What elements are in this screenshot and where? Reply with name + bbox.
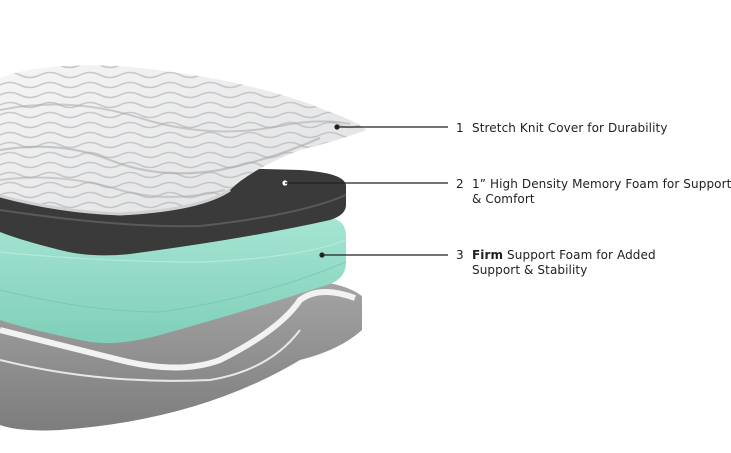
mattress-cover-layer: [0, 65, 366, 216]
callout-3-text-rest: Support Foam for Added: [503, 248, 656, 262]
callout-1-number: 1: [456, 121, 464, 135]
callout-3-text-line1: Firm Support Foam for Added: [472, 248, 656, 263]
callout-2-number: 2: [456, 177, 464, 191]
callout-2-text-line1: 1” High Density Memory Foam for Support: [472, 177, 731, 191]
callout-1-text: Stretch Knit Cover for Durability: [472, 121, 668, 135]
callout-3-bold-prefix: Firm: [472, 248, 504, 262]
callout-2-text-line2: & Comfort: [472, 192, 535, 206]
callout-3-text-line2: Support & Stability: [472, 263, 588, 277]
leader-line-2: [282, 180, 448, 186]
callout-3-number: 3: [456, 248, 464, 262]
leader-line-1: [334, 124, 448, 130]
leader-line-3: [319, 252, 448, 258]
